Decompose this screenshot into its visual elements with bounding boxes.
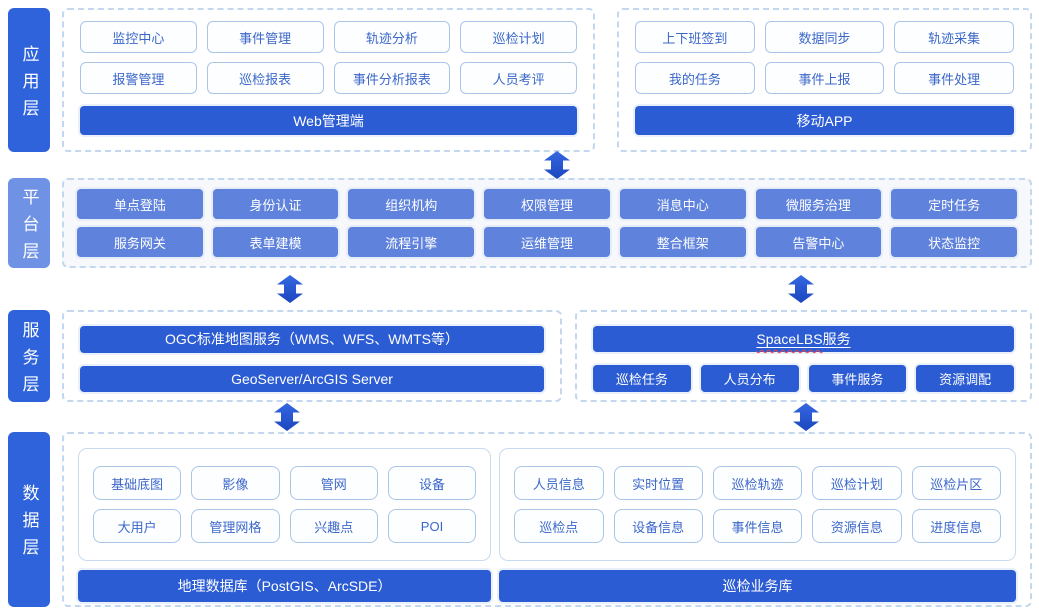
module-box: 巡检计划 xyxy=(460,21,577,53)
module-box: 数据同步 xyxy=(764,21,885,53)
application-layer-label: 应用层 xyxy=(8,8,50,152)
platform-box: 单点登陆 xyxy=(77,189,203,219)
data-box: 巡检轨迹 xyxy=(712,466,803,500)
data-box: 人员信息 xyxy=(514,466,604,500)
platform-box: 组织机构 xyxy=(348,189,475,219)
platform-box: 身份认证 xyxy=(212,189,339,219)
platform-box: 微服务治理 xyxy=(755,189,882,219)
up-down-arrow-icon xyxy=(793,403,819,431)
data-layer-label: 数据层 xyxy=(8,432,50,607)
mobile-app-bar: 移动APP xyxy=(635,106,1014,135)
platform-grid-row2: 服务网关 表单建模 流程引擎 运维管理 整合框架 告警中心 状态监控 xyxy=(77,227,1017,257)
data-box: 巡检片区 xyxy=(911,466,1001,500)
mobile-module-group: 上下班签到 数据同步 轨迹采集 我的任务 事件上报 事件处理 移动APP xyxy=(617,8,1032,152)
mobile-module-grid: 上下班签到 数据同步 轨迹采集 我的任务 事件上报 事件处理 xyxy=(635,21,1014,94)
platform-box: 运维管理 xyxy=(484,227,610,257)
web-module-group: 监控中心 事件管理 轨迹分析 巡检计划 报警管理 巡检报表 事件分析报表 人员考… xyxy=(62,8,595,152)
data-box: 管理网格 xyxy=(191,509,280,543)
up-down-arrow-icon xyxy=(277,275,303,303)
platform-layer-text: 平台层 xyxy=(19,187,39,269)
data-box: 大用户 xyxy=(93,509,182,543)
data-box: 实时位置 xyxy=(613,466,703,500)
platform-box: 权限管理 xyxy=(484,189,610,219)
module-box: 事件分析报表 xyxy=(333,62,451,94)
module-box: 人员考评 xyxy=(460,62,577,94)
platform-box: 消息中心 xyxy=(619,189,746,219)
inspection-data-group: 人员信息 实时位置 巡检轨迹 巡检计划 巡检片区 巡检点 设备信息 事件信息 资… xyxy=(499,448,1016,561)
module-box: 轨迹采集 xyxy=(894,21,1014,53)
platform-layer-label: 平台层 xyxy=(8,178,50,269)
application-layer-text: 应用层 xyxy=(19,44,39,126)
connector-gap xyxy=(8,402,1032,432)
connector-gap xyxy=(8,151,1032,179)
platform-layer-content: 单点登陆 身份认证 组织机构 权限管理 消息中心 微服务治理 定时任务 服务网关… xyxy=(62,178,1032,268)
data-box: 基础底图 xyxy=(93,466,182,500)
data-box: 巡检点 xyxy=(514,509,604,543)
data-box: 设备 xyxy=(387,466,477,500)
data-box: POI xyxy=(387,509,477,543)
platform-module-group: 单点登陆 身份认证 组织机构 权限管理 消息中心 微服务治理 定时任务 服务网关… xyxy=(62,178,1032,268)
module-box: 我的任务 xyxy=(635,62,755,94)
data-box: 设备信息 xyxy=(613,509,703,543)
service-layer-row: 服务层 OGC标准地图服务（WMS、WFS、WMTS等） GeoServer/A… xyxy=(8,310,1032,402)
gis-service-group: OGC标准地图服务（WMS、WFS、WMTS等） GeoServer/ArcGI… xyxy=(62,310,562,402)
platform-box: 告警中心 xyxy=(755,227,882,257)
web-module-grid: 监控中心 事件管理 轨迹分析 巡检计划 报警管理 巡检报表 事件分析报表 人员考… xyxy=(80,21,577,94)
service-layer-text: 服务层 xyxy=(19,320,39,402)
module-box: 巡检报表 xyxy=(206,62,324,94)
platform-box: 状态监控 xyxy=(891,227,1017,257)
data-box: 巡检计划 xyxy=(812,466,902,500)
spacelbs-spellcheck-text: SpaceLBS xyxy=(756,331,823,347)
connector-gap xyxy=(8,268,1032,310)
application-layer-content: 监控中心 事件管理 轨迹分析 巡检计划 报警管理 巡检报表 事件分析报表 人员考… xyxy=(62,8,1032,152)
data-layer-group: 基础底图 影像 管网 设备 大用户 管理网格 兴趣点 POI 人员信息 实时位置… xyxy=(62,432,1032,607)
geoserver-arcgis-bar: GeoServer/ArcGIS Server xyxy=(80,365,544,392)
spacelbs-underlined-label: SpaceLBS服务 xyxy=(756,329,850,349)
up-down-arrow-icon xyxy=(788,275,814,303)
web-admin-bar: Web管理端 xyxy=(80,106,577,135)
module-box: 事件处理 xyxy=(894,62,1014,94)
platform-box: 表单建模 xyxy=(212,227,339,257)
lbs-service-group: SpaceLBS服务 巡检任务 人员分布 事件服务 资源调配 xyxy=(575,310,1032,402)
data-box: 事件信息 xyxy=(712,509,803,543)
service-layer-content: OGC标准地图服务（WMS、WFS、WMTS等） GeoServer/ArcGI… xyxy=(62,310,1032,402)
database-bars: 地理数据库（PostGIS、ArcSDE） 巡检业务库 xyxy=(78,570,1016,602)
ogc-map-service-bar: OGC标准地图服务（WMS、WFS、WMTS等） xyxy=(80,326,544,353)
up-down-arrow-icon xyxy=(274,403,300,431)
data-box: 兴趣点 xyxy=(289,509,378,543)
lbs-service-boxes: 巡检任务 人员分布 事件服务 资源调配 xyxy=(593,365,1014,392)
platform-grid-row1: 单点登陆 身份认证 组织机构 权限管理 消息中心 微服务治理 定时任务 xyxy=(77,189,1017,219)
data-box: 管网 xyxy=(289,466,378,500)
inspection-database-bar: 巡检业务库 xyxy=(499,570,1016,602)
module-box: 上下班签到 xyxy=(635,21,755,53)
service-box: 事件服务 xyxy=(808,365,907,392)
module-box: 事件上报 xyxy=(764,62,885,94)
data-layer-row: 数据层 基础底图 影像 管网 设备 大用户 管理网格 兴趣点 POI xyxy=(8,432,1032,607)
module-box: 报警管理 xyxy=(80,62,197,94)
module-box: 监控中心 xyxy=(80,21,197,53)
data-layer-content: 基础底图 影像 管网 设备 大用户 管理网格 兴趣点 POI 人员信息 实时位置… xyxy=(62,432,1032,607)
data-layer-text: 数据层 xyxy=(19,484,39,565)
service-box: 巡检任务 xyxy=(593,365,691,392)
geo-data-group: 基础底图 影像 管网 设备 大用户 管理网格 兴趣点 POI xyxy=(78,448,492,561)
data-box: 进度信息 xyxy=(911,509,1001,543)
spacelbs-suffix-text: 服务 xyxy=(822,331,851,347)
data-groups: 基础底图 影像 管网 设备 大用户 管理网格 兴趣点 POI 人员信息 实时位置… xyxy=(78,448,1016,561)
spacelbs-service-bar: SpaceLBS服务 xyxy=(593,326,1014,352)
module-box: 事件管理 xyxy=(206,21,324,53)
service-box: 资源调配 xyxy=(916,365,1014,392)
geo-database-bar: 地理数据库（PostGIS、ArcSDE） xyxy=(78,570,492,602)
platform-box: 整合框架 xyxy=(619,227,746,257)
platform-box: 流程引擎 xyxy=(348,227,475,257)
module-box: 轨迹分析 xyxy=(333,21,451,53)
platform-layer-row: 平台层 单点登陆 身份认证 组织机构 权限管理 消息中心 微服务治理 定时任务 … xyxy=(8,178,1032,269)
application-layer-row: 应用层 监控中心 事件管理 轨迹分析 巡检计划 报警管理 巡检报表 事件分析报表… xyxy=(8,8,1032,152)
service-layer-label: 服务层 xyxy=(8,310,50,402)
up-down-arrow-icon xyxy=(544,151,570,179)
platform-box: 服务网关 xyxy=(77,227,203,257)
data-box: 资源信息 xyxy=(812,509,902,543)
data-box: 影像 xyxy=(191,466,280,500)
platform-box: 定时任务 xyxy=(891,189,1017,219)
service-box: 人员分布 xyxy=(700,365,799,392)
